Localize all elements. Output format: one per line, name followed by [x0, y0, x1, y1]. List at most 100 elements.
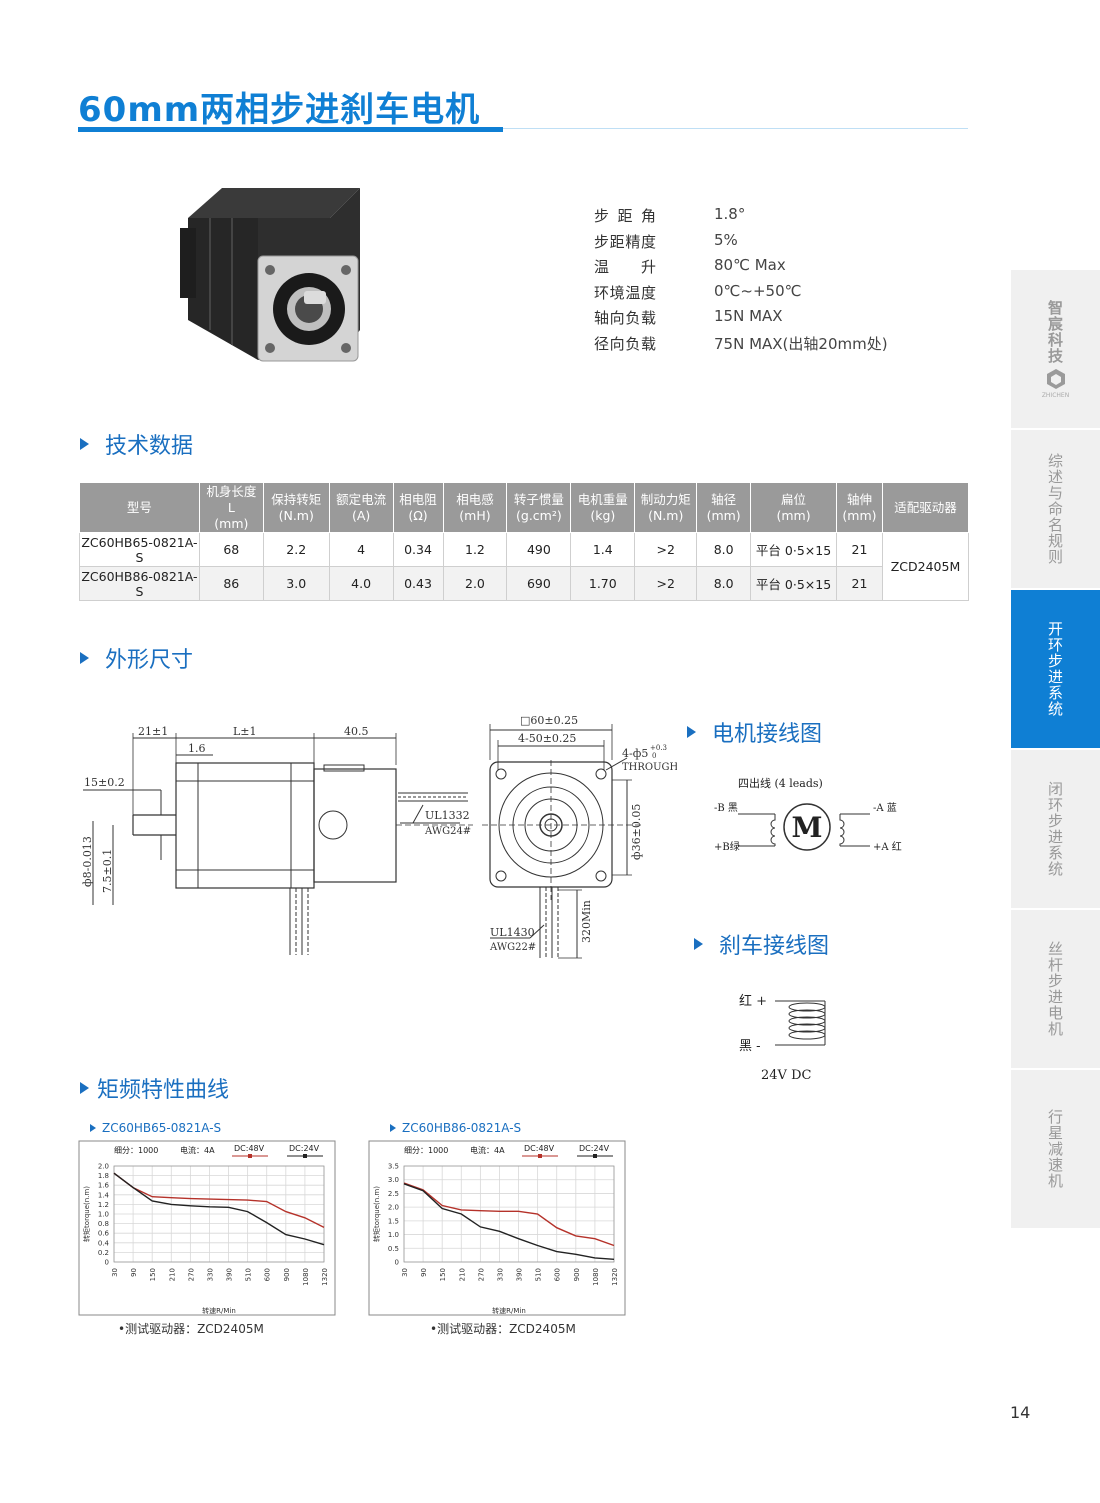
- x-tick-label: 270: [187, 1268, 195, 1281]
- dim-holes-tol: +0.3: [650, 744, 667, 752]
- dim-shaft-diameter: ф8-0.013: [81, 836, 94, 887]
- table-header: 相电阻(Ω): [392, 482, 444, 533]
- section-title: 刹车接线图: [719, 934, 830, 959]
- legend-label: DC:24V: [289, 1144, 320, 1153]
- dim-holes-tol2: 0: [652, 752, 656, 760]
- dim-1-6: 1.6: [188, 742, 206, 755]
- y-tick-label: 2.5: [388, 1190, 399, 1198]
- section-title: 技术数据: [105, 434, 194, 459]
- sidebar-item-open-loop[interactable]: 开环步进系统: [1011, 590, 1100, 748]
- y-tick-label: 0.2: [98, 1249, 109, 1257]
- table-cell: 8.0: [696, 532, 752, 567]
- chart-note: •测试驱动器：ZCD2405M: [430, 1322, 576, 1336]
- table-cell: 3.0: [262, 566, 330, 601]
- table-cell: >2: [634, 532, 698, 567]
- dim-36: ф36±0.05: [630, 804, 643, 860]
- sidebar-item-planetary[interactable]: 行星减速机: [1011, 1070, 1100, 1228]
- section-title: 矩频特性曲线: [97, 1078, 230, 1103]
- side-view-geometry: [83, 733, 473, 955]
- x-tick-label: 390: [516, 1268, 524, 1281]
- sidebar-item-label: 开环步进系统: [1046, 621, 1064, 717]
- sidebar-item-closed-loop[interactable]: 闭环步进系统: [1011, 750, 1100, 908]
- chart-frame: [78, 1140, 336, 1316]
- table-header-row: 型号 机身长度 L(mm) 保持转矩(N.m) 额定电流(A) 相电阻(Ω) 相…: [79, 482, 970, 533]
- dim-holes: 4-ф5: [622, 747, 648, 760]
- table-cell: >2: [634, 566, 698, 601]
- sidebar-item-label: 综述与命名规则: [1046, 453, 1064, 565]
- plot-area: [113, 1165, 325, 1263]
- x-tick-label: 210: [458, 1268, 466, 1281]
- table-header: 机身长度 L(mm): [198, 482, 264, 533]
- x-axis-label: 转速R/Min: [492, 1306, 526, 1315]
- x-tick-label: 510: [245, 1268, 253, 1281]
- legend-current: 电流：4A: [180, 1145, 215, 1155]
- brand-name: 智宸科技: [1046, 299, 1064, 364]
- legend-label: DC:48V: [234, 1144, 265, 1153]
- x-tick-label: 330: [206, 1268, 214, 1281]
- series-line: [113, 1172, 325, 1229]
- table-header: 保持转矩(N.m): [262, 482, 330, 533]
- spec-row: 温升 80℃ Max: [594, 256, 914, 282]
- brake-voltage: 24V DC: [761, 1068, 811, 1083]
- page-number: 14: [1010, 1403, 1031, 1422]
- y-tick-label: 0.4: [98, 1239, 110, 1247]
- lead-a-plus: +A 红: [873, 840, 902, 853]
- motor-wiring-diagram: 四出线 (4 leads) M -B 黑 +B绿 -A 蓝 +A 红: [714, 776, 902, 853]
- y-tick-label: 3.5: [388, 1163, 399, 1171]
- motor-product-image: [180, 188, 360, 362]
- table-cell-driver: ZCD2405M: [881, 532, 970, 601]
- dim-21: 21±1: [138, 725, 168, 738]
- series-line: [403, 1183, 615, 1260]
- x-tick-label: 390: [226, 1268, 234, 1281]
- dim-7-5: 7.5±0.1: [101, 849, 114, 893]
- table-cell: 1.2: [442, 532, 508, 567]
- table-header: 轴径(mm): [696, 482, 752, 533]
- triangle-bullet-icon: [80, 438, 89, 450]
- legend-marker: [248, 1154, 252, 1158]
- brake-red: 红 +: [739, 993, 767, 1009]
- chart-note: •测试驱动器：ZCD2405M: [118, 1322, 264, 1336]
- table-cell: 平台 0·5×15: [750, 566, 837, 601]
- sidebar-item-overview[interactable]: 综述与命名规则: [1011, 430, 1100, 588]
- sidebar-item-lead-screw[interactable]: 丝杆步进电机: [1011, 910, 1100, 1068]
- x-tick-label: 1320: [611, 1268, 619, 1286]
- chart-title: ZC60HB86-0821A-S: [390, 1121, 521, 1135]
- legend-subdiv: 细分：1000: [404, 1145, 448, 1155]
- table-cell: ZC60HB65-0821A-S: [79, 532, 200, 567]
- page-title: 60mm两相步进刹车电机: [78, 90, 481, 130]
- dim-L: L±1: [233, 725, 257, 738]
- lead-a-minus: -A 蓝: [873, 802, 897, 814]
- sidebar: 智宸科技 ZHICHEN 综述与命名规则 开环步进系统 闭环步进系统 丝杆步进电…: [1011, 270, 1100, 1230]
- sidebar-brand: 智宸科技 ZHICHEN: [1011, 270, 1100, 428]
- y-axis-label: 转矩torque(n.m): [82, 1186, 91, 1242]
- table-cell: 68: [198, 532, 264, 567]
- section-title: 电机接线图: [712, 722, 823, 747]
- x-tick-label: 330: [496, 1268, 504, 1281]
- table-cell: 21: [835, 566, 883, 601]
- spec-value: 75N MAX(出轴20mm处): [714, 334, 888, 353]
- table-cell: 2.2: [262, 532, 330, 567]
- spec-value: 80℃ Max: [714, 256, 786, 274]
- table-header: 扁位(mm): [750, 482, 837, 533]
- section-brake-wiring: 刹车接线图: [694, 928, 829, 960]
- section-title: 外形尺寸: [105, 648, 194, 673]
- table-cell: 690: [506, 566, 572, 601]
- spec-label: 温升: [594, 258, 656, 276]
- section-torque-curves: 矩频特性曲线: [80, 1072, 229, 1104]
- y-tick-label: 0.5: [388, 1245, 399, 1253]
- table-header: 转子惯量(g.cm²): [506, 482, 572, 533]
- section-outline: 外形尺寸: [80, 642, 193, 674]
- title-rule: [503, 128, 968, 129]
- triangle-bullet-icon: [694, 938, 703, 950]
- sidebar-item-label: 行星减速机: [1046, 1109, 1064, 1189]
- sidebar-item-label: 丝杆步进电机: [1046, 941, 1064, 1037]
- table-cell: 1.4: [570, 532, 636, 567]
- x-tick-label: 210: [168, 1268, 176, 1281]
- motor-letter: M: [792, 811, 823, 844]
- dim-40-5: 40.5: [344, 725, 369, 738]
